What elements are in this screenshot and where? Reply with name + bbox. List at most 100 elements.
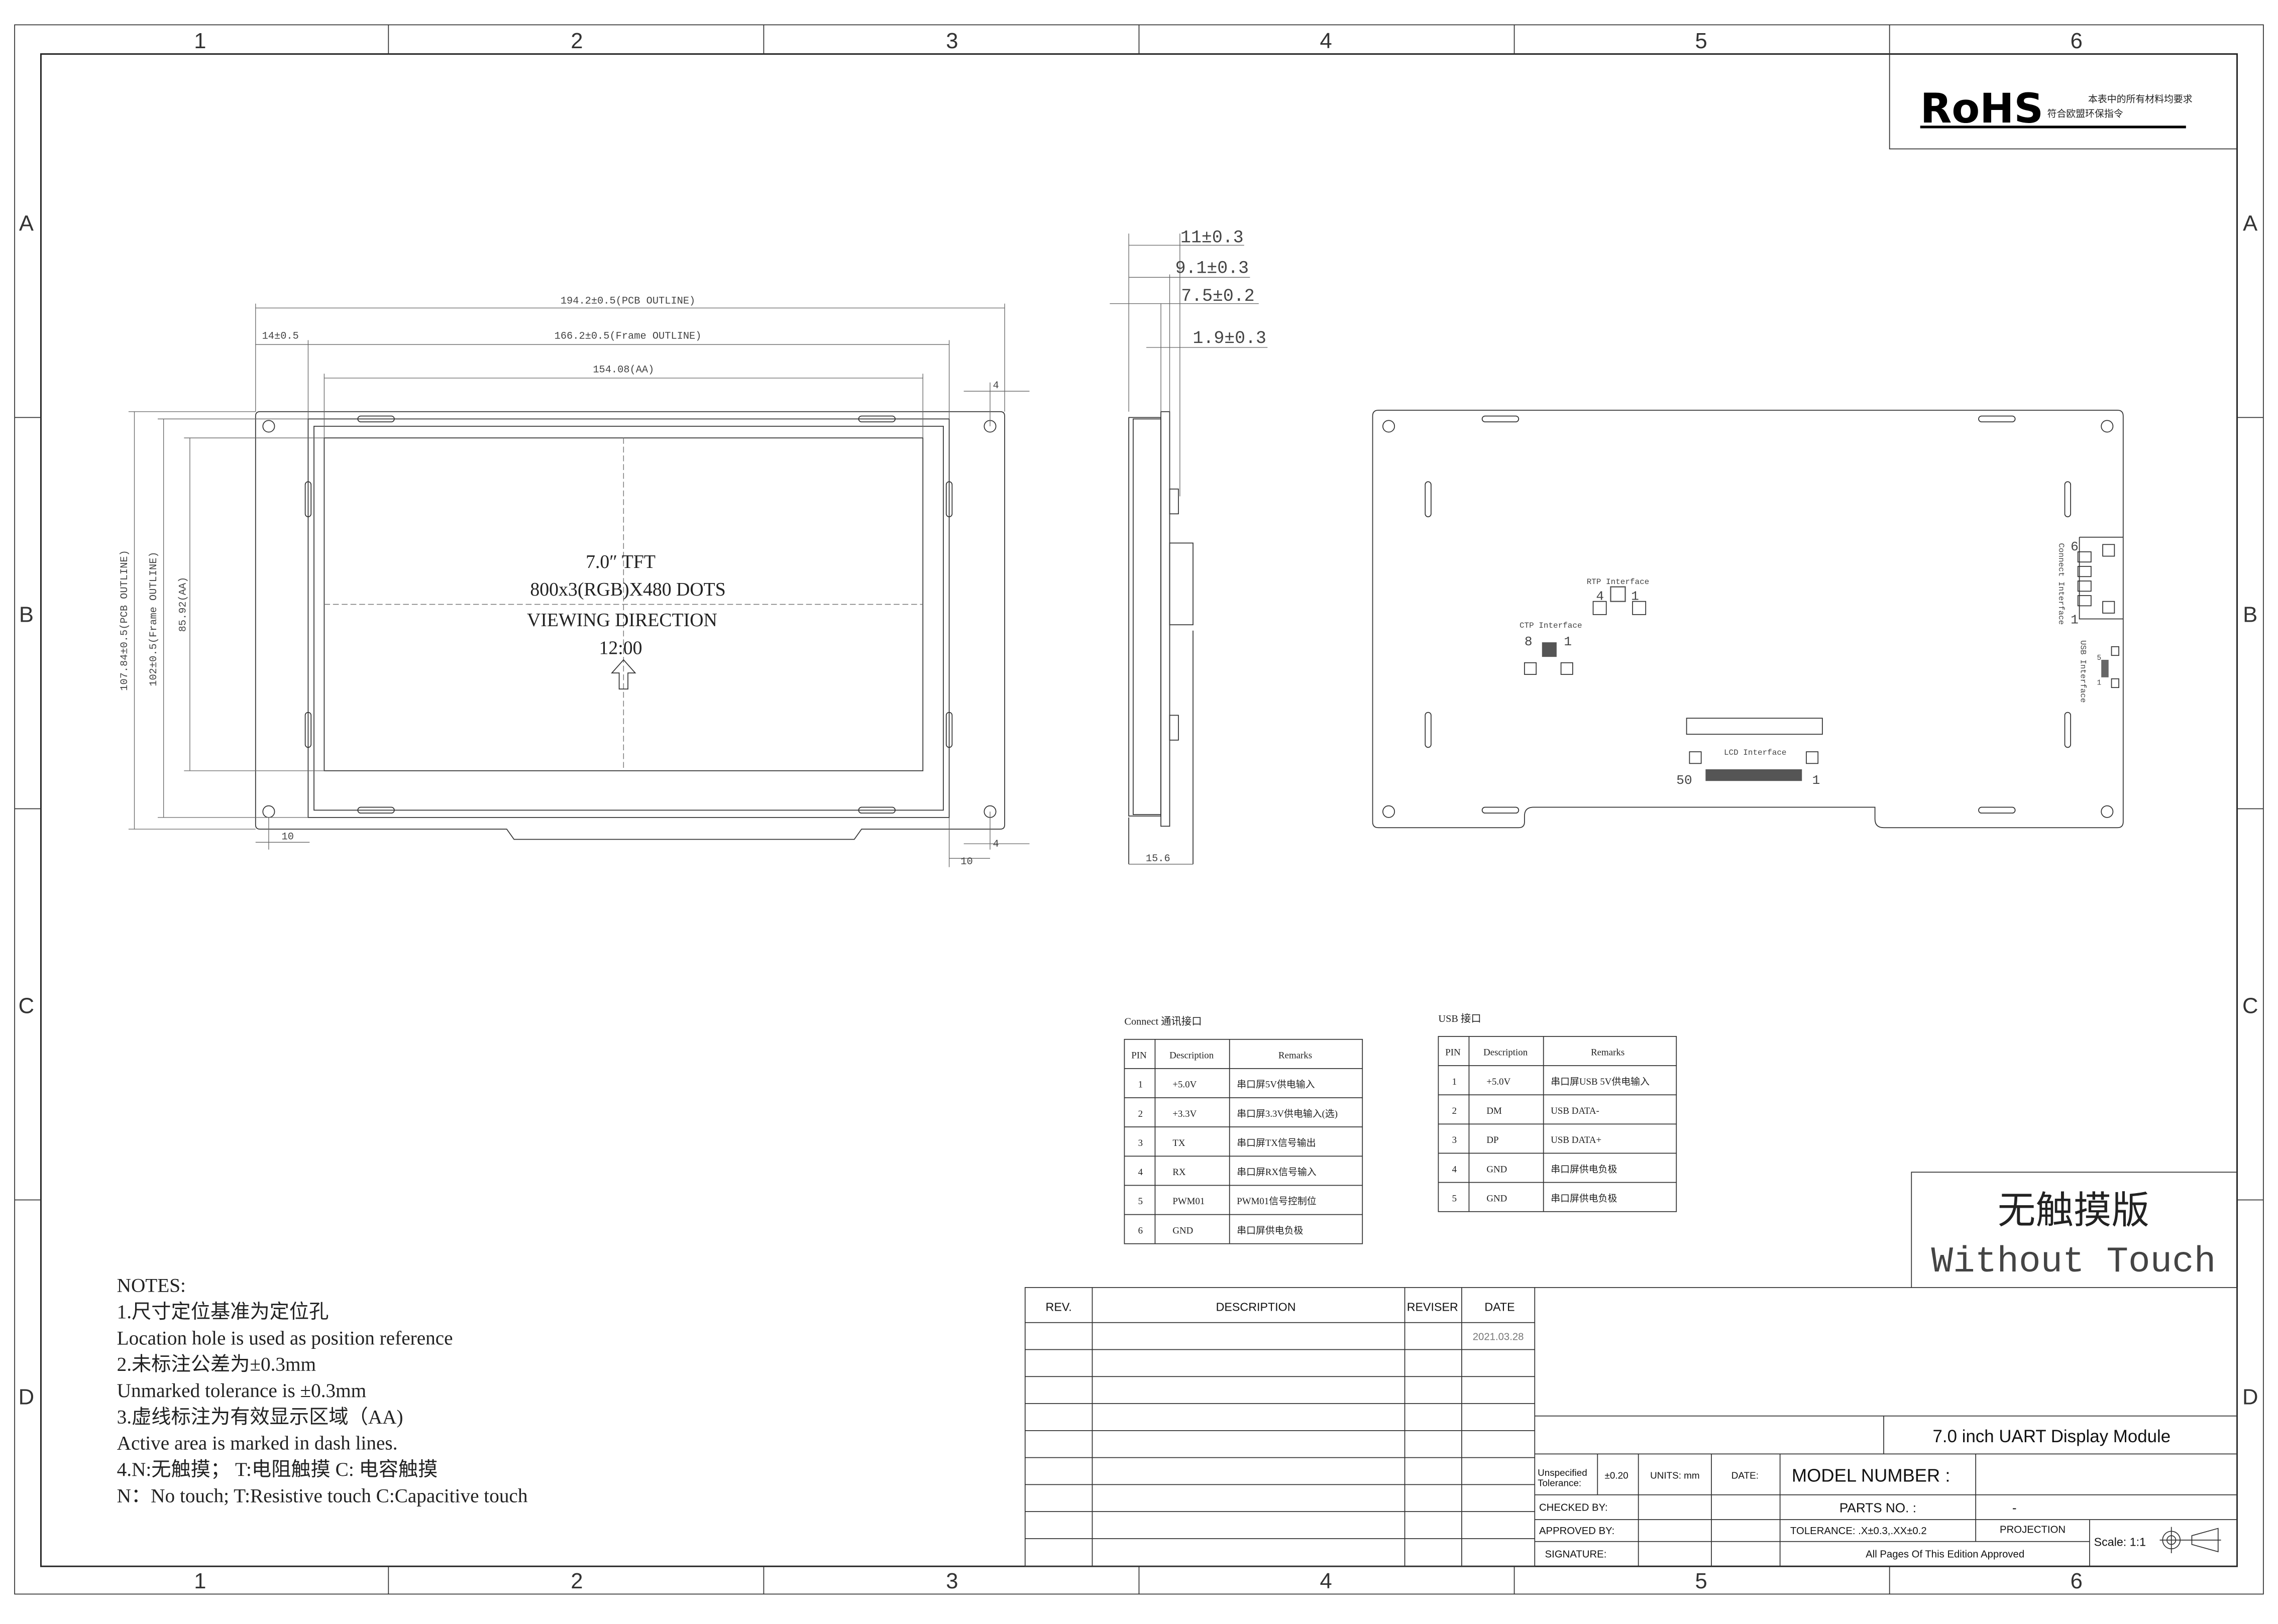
table-cell: PWM01信号控制位 [1237,1196,1316,1207]
zone-row-a: A [19,211,34,236]
note-line: 1.尺寸定位基准为定位孔 [117,1301,329,1323]
zone-col-1: 1 [194,1569,206,1593]
table-cell: +3.3V [1172,1109,1197,1119]
model-number-label: MODEL NUMBER : [1792,1465,1950,1486]
connect-header-remarks: Remarks [1278,1051,1312,1061]
dim-aa-height: 85.92(AA) [177,577,189,632]
rtp-pin-1: 1 [1631,589,1639,604]
zone-col-3: 3 [946,29,958,53]
dim-hole-bottom: 4 [993,839,999,850]
scale-label: Scale: 1:1 [2094,1535,2146,1548]
dim-pcb-width: 194.2±0.5(PCB OUTLINE) [561,296,695,307]
zone-row-b: B [2243,603,2257,627]
sheet-frame: 1 2 3 4 5 6 1 2 3 4 5 6 A B C D A B C D [14,24,2264,1595]
table-cell: 串口屏供电负极 [1551,1193,1617,1204]
title-block: 7.0 inch UART Display Module Unspecified… [1535,1287,2238,1567]
table-cell: 4 [1138,1167,1143,1178]
dim-hole-right: 10 [960,856,972,868]
dim-hole-top: 4 [993,380,999,392]
zone-row-c: C [2242,994,2258,1018]
table-cell: 串口屏RX信号输入 [1237,1167,1316,1178]
table-cell: TX [1172,1138,1185,1148]
panel-size: 7.0″ TFT [586,551,656,572]
panel-resolution: 800x3(RGB)X480 DOTS [530,579,725,600]
back-view: RTP Interface 4 1 CTP Interface 8 1 LCD … [1372,409,2124,829]
usb-interface-label: USB Interface [2078,640,2087,703]
unspecified-tolerance-label-2: Tolerance: [1538,1478,1581,1488]
date-header: DATE [1484,1300,1514,1313]
usb-header-pin: PIN [1445,1048,1461,1058]
note-line: Location hole is used as position refere… [117,1327,453,1349]
lcd-interface-label: LCD Interface [1724,748,1787,757]
table-cell: GND [1486,1164,1507,1175]
zone-col-5: 5 [1695,1569,1707,1593]
zone-row-c: C [19,994,34,1018]
rohs-block: RoHS 本表中的所有材料均要求 符合欧盟环保指令 [1889,54,2237,150]
table-cell: RX [1172,1167,1186,1178]
table-cell: DM [1486,1106,1502,1116]
connect-interface-label: Connect Interface [2056,543,2066,625]
parts-no-value: - [2012,1500,2017,1516]
lcd-pin-1: 1 [1812,773,1820,788]
zone-row-d: D [2242,1385,2258,1410]
date-label: DATE: [1731,1471,1759,1481]
side-dim-4: 1.9±0.3 [1192,329,1266,349]
table-cell: PWM01 [1172,1196,1205,1207]
units: UNITS: mm [1650,1471,1700,1481]
usb-table-title: USB 接口 [1438,1013,1481,1024]
notes-title: NOTES: [117,1275,186,1297]
connect-header-pin: PIN [1131,1051,1147,1061]
usb-pin-1: 1 [2097,679,2101,687]
lcd-pin-50: 50 [1676,773,1692,788]
usb-pin-5: 5 [2097,654,2101,662]
zone-col-4: 4 [1320,29,1332,53]
ctp-pin-1: 1 [1564,634,1572,649]
table-cell: USB DATA+ [1551,1135,1601,1145]
zone-row-d: D [19,1385,34,1410]
dim-frame-height: 102±0.5(Frame OUTLINE) [148,551,160,686]
table-cell: GND [1486,1193,1507,1204]
note-line: 2.未标注公差为±0.3mm [117,1353,316,1375]
approved-by-label: APPROVED BY: [1539,1526,1614,1537]
reviser-header: REVISER [1407,1300,1458,1313]
projection-label: PROJECTION [2000,1524,2066,1535]
table-cell: 串口屏TX信号输出 [1237,1137,1316,1148]
zone-row-b: B [19,603,34,627]
table-cell: 3 [1452,1135,1457,1145]
front-view: 7.0″ TFT 800x3(RGB)X480 DOTS VIEWING DIR… [119,296,1030,868]
zone-col-6: 6 [2071,1569,2083,1593]
table-cell: 5 [1452,1193,1457,1204]
connect-pin-1: 1 [2071,612,2079,627]
rev-header: REV. [1046,1300,1072,1313]
table-cell: 5 [1138,1196,1143,1207]
side-dim-2: 9.1±0.3 [1175,259,1249,279]
zone-col-2: 2 [571,1569,583,1593]
zone-col-3: 3 [946,1569,958,1593]
zone-row-a: A [2243,211,2257,236]
zone-col-4: 4 [1320,1569,1332,1593]
table-cell: +5.0V [1172,1080,1197,1090]
variant-en: Without Touch [1931,1241,2216,1283]
first-angle-projection-icon [2159,1527,2221,1554]
dim-hole-left: 10 [282,832,294,843]
dim-pcb-height: 107.84±0.5(PCB OUTLINE) [119,550,131,691]
table-cell: 串口屏USB 5V供电输入 [1551,1076,1650,1087]
usb-header-remarks: Remarks [1591,1048,1624,1058]
notes: NOTES: 1.尺寸定位基准为定位孔 Location hole is use… [117,1275,528,1507]
side-view: 11±0.3 9.1±0.3 7.5±0.2 1.9±0.3 15.6 [1110,228,1268,865]
connect-table-title: Connect 通讯接口 [1124,1016,1202,1027]
dim-aa-width: 154.08(AA) [593,364,654,376]
table-cell: 2 [1452,1106,1457,1116]
connect-header-description: Description [1169,1051,1214,1061]
table-cell: GND [1172,1225,1193,1236]
parts-no-label: PARTS NO. : [1839,1500,1916,1516]
table-cell: 6 [1138,1225,1143,1236]
table-cell: DP [1486,1135,1498,1145]
description-header: DESCRIPTION [1216,1300,1296,1313]
note-line: 4.N:无触摸； T:电阻触摸 C: 电容触摸 [117,1458,438,1480]
unspecified-tolerance-label: Unspecified [1538,1468,1587,1478]
viewing-direction-value: 12:00 [599,637,642,658]
note-line: N：No touch; T:Resistive touch C:Capaciti… [117,1485,528,1506]
table-cell: 2 [1138,1109,1143,1119]
approval-note: All Pages Of This Edition Approved [1866,1549,2024,1560]
